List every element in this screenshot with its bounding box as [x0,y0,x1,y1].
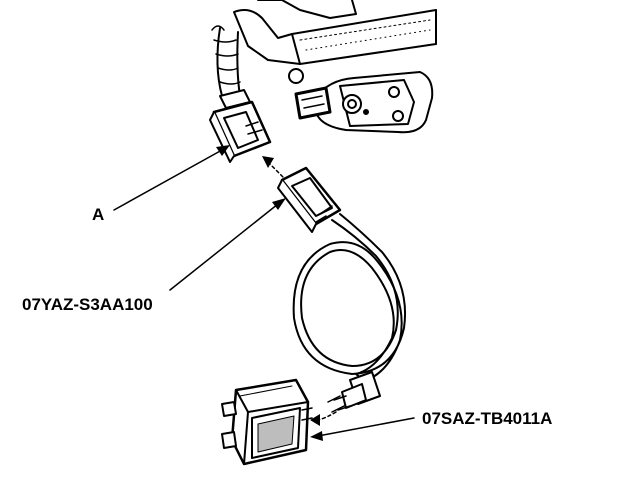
connector-a [209,89,272,163]
callout-a-label: A [92,205,104,224]
leader-tester [310,417,415,441]
sensor-unit [294,71,434,134]
tester-unit [221,378,313,466]
adapter-harness [277,166,407,413]
callout-tester-label: 07SAZ-TB4011A [422,409,552,428]
leader-adapter [169,198,286,291]
vehicle-harness [211,25,241,97]
leader-lines [113,145,415,441]
body-panel [233,0,437,84]
callout-adapter-label: 07YAZ-S3AA100 [22,295,153,314]
connection-arrow [262,156,285,179]
tester-arrow [310,411,337,426]
leader-a [113,145,230,211]
